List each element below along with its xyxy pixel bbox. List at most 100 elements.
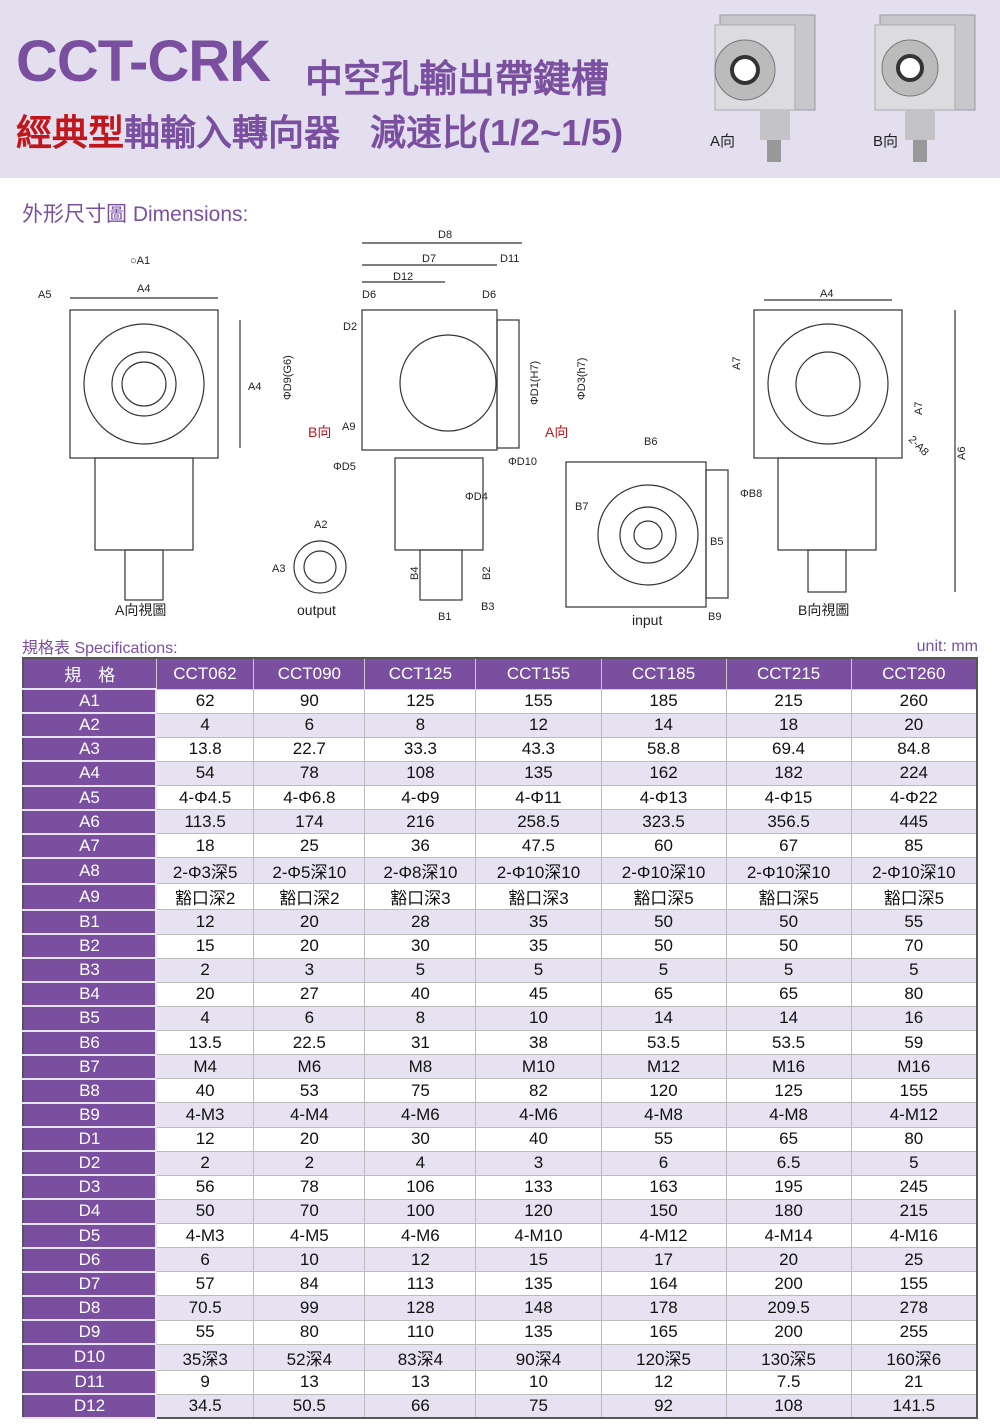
- table-cell: 25: [850, 1247, 978, 1273]
- label-d7: D7: [422, 253, 436, 265]
- table-cell: 50: [155, 1198, 255, 1225]
- table-cell: 2: [155, 957, 255, 983]
- table-cell: 8: [364, 712, 477, 738]
- table-cell: 25: [253, 833, 366, 859]
- label-a4-b: A4: [820, 288, 833, 300]
- table-cell: 4-M4: [253, 1102, 366, 1128]
- row-label: A4: [23, 760, 157, 787]
- table-cell: 356.5: [725, 809, 852, 835]
- product-line: 經典型軸輸入轉向器減速比(1/2~1/5): [16, 104, 623, 156]
- row-label: D9: [23, 1318, 157, 1346]
- row-label: A7: [23, 832, 157, 859]
- table-cell: 120深5: [600, 1343, 727, 1371]
- table-cell: 4-Φ15: [725, 784, 852, 811]
- table-cell: 4-M6: [475, 1102, 602, 1128]
- table-cell: 14: [725, 1005, 852, 1032]
- table-cell: 155: [850, 1271, 978, 1297]
- table-cell: 80: [850, 1126, 978, 1152]
- table-cell: 78: [253, 760, 366, 787]
- table-cell: 120: [475, 1198, 602, 1225]
- row-label: A9: [23, 882, 157, 911]
- row-label: A3: [23, 736, 157, 763]
- table-cell: 100: [364, 1198, 477, 1225]
- row-label: D1: [23, 1125, 157, 1153]
- product-type: 軸輸入轉向器: [124, 112, 341, 153]
- table-cell: 45: [475, 981, 602, 1007]
- table-cell: 50: [725, 909, 852, 935]
- column-header: CCT155: [475, 657, 602, 690]
- table-cell: 12: [155, 1126, 255, 1152]
- table-cell: 4-M8: [725, 1102, 852, 1128]
- table-cell: 53.5: [600, 1029, 727, 1056]
- table-cell: 2-Φ3深5: [155, 857, 255, 885]
- table-cell: 70.5: [155, 1295, 255, 1321]
- table-cell: 178: [600, 1295, 727, 1321]
- label-a8: 2-A8: [906, 434, 931, 459]
- product-photo-b: [874, 14, 976, 162]
- table-cell: 53.5: [725, 1029, 852, 1056]
- table-cell: 5: [600, 957, 727, 983]
- table-cell: 108: [364, 760, 477, 787]
- table-cell: 50: [600, 909, 727, 935]
- table-cell: 53: [253, 1078, 366, 1104]
- table-cell: 84: [253, 1271, 366, 1297]
- table-cell: 13: [364, 1369, 477, 1395]
- table-cell: 豁口深5: [850, 883, 978, 911]
- table-cell: 20: [155, 981, 255, 1007]
- label-input: input: [632, 612, 662, 628]
- table-cell: 5: [364, 957, 477, 983]
- table-cell: 160深6: [850, 1343, 978, 1371]
- unit-label: unit: mm: [916, 638, 978, 655]
- label-d9: ΦD9(G6): [282, 355, 294, 400]
- column-header: CCT125: [364, 657, 477, 690]
- input-view-drawing: [565, 461, 729, 608]
- table-cell: 6.5: [725, 1150, 852, 1176]
- table-cell: 豁口深3: [475, 883, 602, 911]
- label-output: output: [297, 602, 336, 618]
- table-cell: 4-M3: [155, 1222, 255, 1249]
- table-cell: M10: [475, 1054, 602, 1080]
- table-cell: 133: [475, 1174, 602, 1200]
- column-header: CCT185: [600, 657, 727, 690]
- table-cell: 125: [725, 1078, 852, 1104]
- table-cell: 4-Φ6.8: [253, 784, 366, 811]
- table-cell: 113: [364, 1271, 477, 1297]
- table-cell: 70: [253, 1198, 366, 1225]
- table-cell: 2: [155, 1150, 255, 1176]
- label-d6-right: D6: [482, 289, 496, 301]
- table-cell: 2: [253, 1150, 366, 1176]
- classic-label: 經典型: [16, 112, 125, 153]
- row-label: D8: [23, 1294, 157, 1322]
- label-b4: B4: [409, 567, 421, 580]
- row-label: A1: [23, 687, 157, 715]
- table-cell: 80: [850, 981, 978, 1007]
- table-cell: 15: [475, 1247, 602, 1273]
- table-cell: 40: [364, 981, 477, 1007]
- row-label: A5: [23, 784, 157, 811]
- table-cell: 130深5: [725, 1343, 852, 1371]
- label-a7-right: A7: [913, 402, 925, 415]
- table-cell: 4-M14: [725, 1222, 852, 1249]
- table-cell: 36: [364, 833, 477, 859]
- label-a6: A6: [956, 447, 968, 460]
- table-cell: 4: [155, 712, 255, 738]
- table-cell: 50: [725, 933, 852, 959]
- row-label: B3: [23, 957, 157, 984]
- table-cell: 5: [850, 1150, 978, 1176]
- table-cell: 4-Φ9: [364, 784, 477, 811]
- table-cell: 163: [600, 1174, 727, 1200]
- label-a4: A4: [137, 283, 150, 295]
- row-label: B9: [23, 1101, 157, 1129]
- table-cell: 20: [725, 1247, 852, 1273]
- table-cell: 6: [253, 1005, 366, 1032]
- table-cell: 78: [253, 1174, 366, 1200]
